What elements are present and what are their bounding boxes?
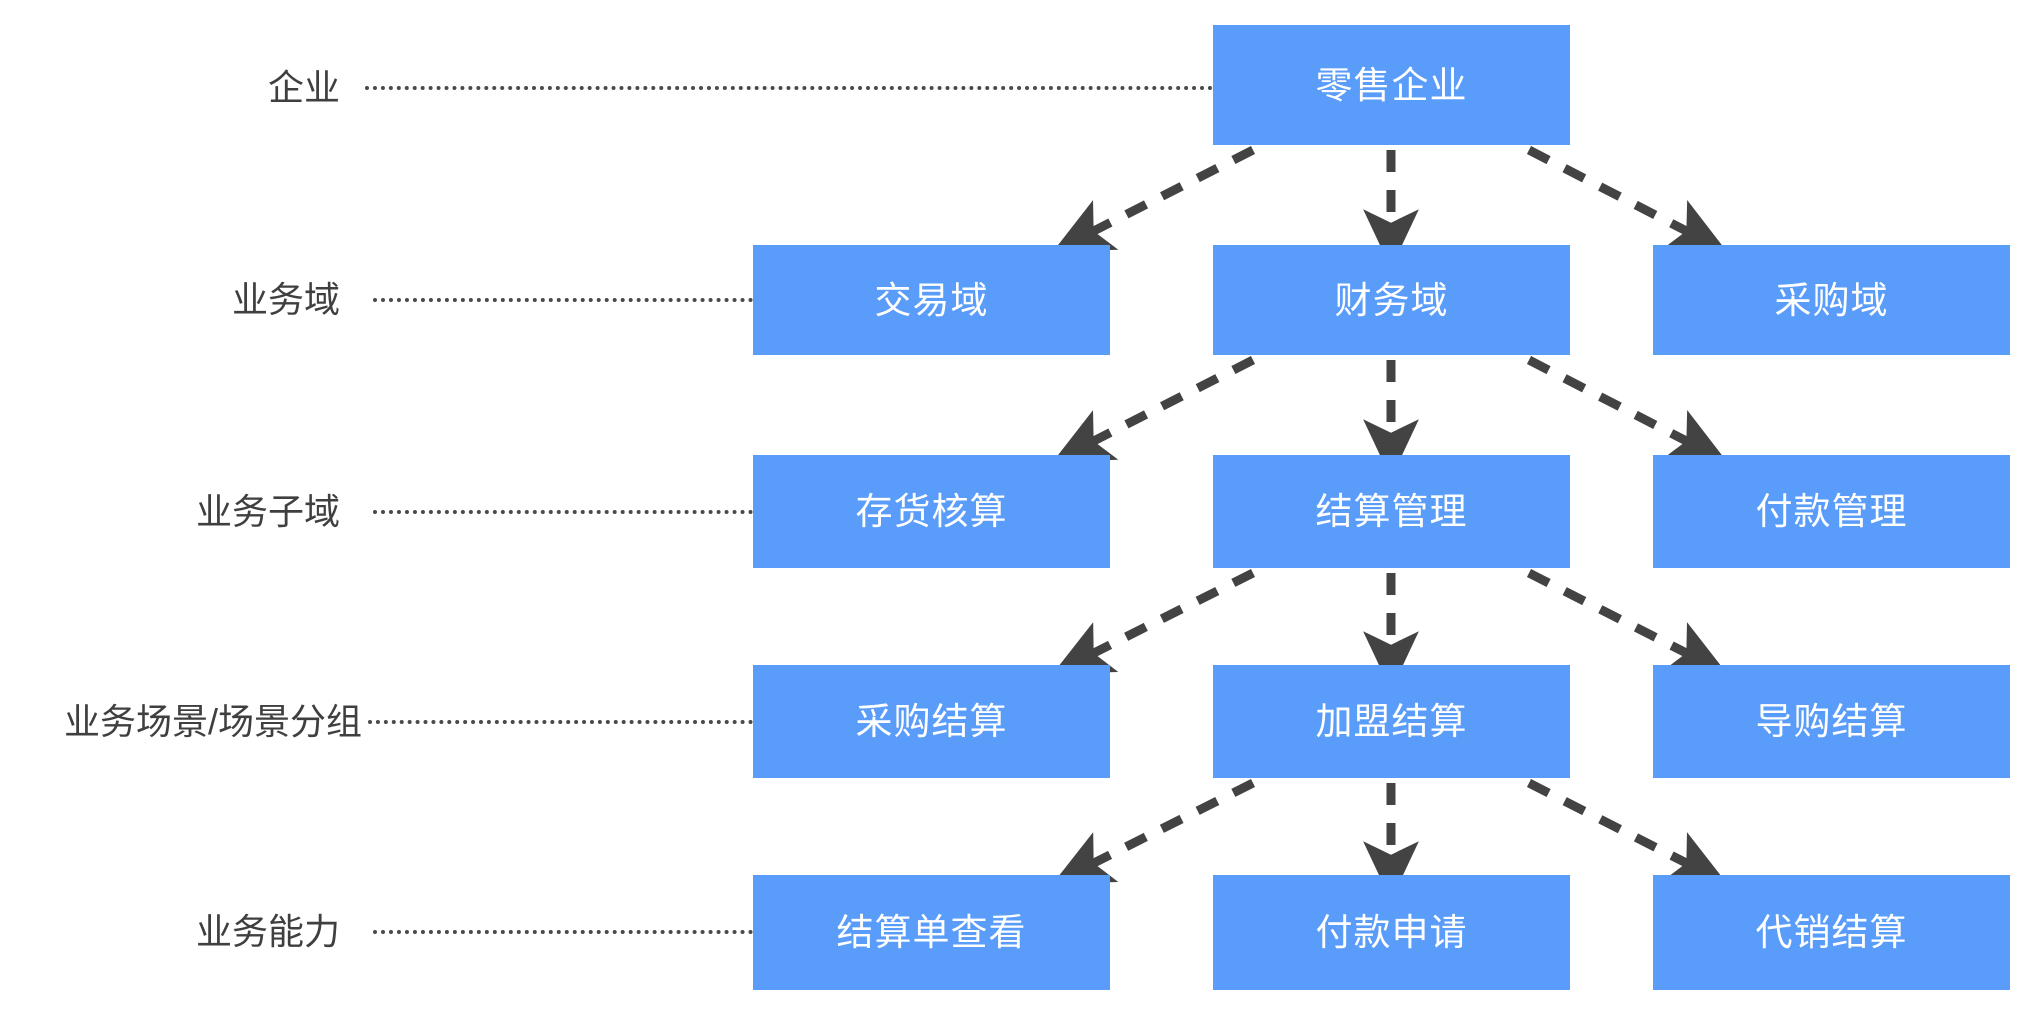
leader-line-scene <box>368 720 753 724</box>
node-domain-purchase[interactable]: 采购域 <box>1653 245 2010 355</box>
row-label-enterprise: 企业 <box>267 67 340 108</box>
node-scene-franchise-settlement[interactable]: 加盟结算 <box>1213 665 1570 778</box>
node-scene-purchase-settlement[interactable]: 采购结算 <box>753 665 1110 778</box>
leader-line-capability <box>373 930 753 934</box>
node-capability-payment-apply[interactable]: 付款申请 <box>1213 875 1570 990</box>
leader-line-domain <box>373 298 753 302</box>
row-label-capability: 业务能力 <box>195 911 340 952</box>
edge-finance-to-payment <box>1526 355 1728 463</box>
edge-franchise-to-consign-settle <box>1526 778 1728 884</box>
node-subdomain-inventory-accounting[interactable]: 存货核算 <box>753 455 1110 568</box>
edge-enterprise-to-purchase <box>1526 145 1728 253</box>
edge-franchise-to-settle-view <box>1052 778 1256 884</box>
row-label-domain: 业务域 <box>231 279 340 320</box>
node-capability-settlement-view[interactable]: 结算单查看 <box>753 875 1110 990</box>
node-subdomain-settlement-management[interactable]: 结算管理 <box>1213 455 1570 568</box>
edge-finance-to-inventory <box>1052 355 1256 462</box>
node-domain-trade[interactable]: 交易域 <box>753 245 1110 355</box>
node-capability-consignment-settlement[interactable]: 代销结算 <box>1653 875 2010 990</box>
node-scene-guide-settlement[interactable]: 导购结算 <box>1653 665 2010 778</box>
node-subdomain-payment-management[interactable]: 付款管理 <box>1653 455 2010 568</box>
edge-enterprise-to-trade <box>1052 145 1256 252</box>
node-enterprise-retail[interactable]: 零售企业 <box>1213 25 1570 145</box>
node-domain-finance[interactable]: 财务域 <box>1213 245 1570 355</box>
row-label-scene: 业务场景/场景分组 <box>63 701 362 742</box>
leader-line-enterprise <box>365 86 1213 90</box>
edge-settlement-to-purchase-settle <box>1052 568 1256 674</box>
leader-line-subdomain <box>373 510 753 514</box>
row-label-subdomain: 业务子域 <box>195 491 340 532</box>
edge-settlement-to-guide-settle <box>1526 568 1728 674</box>
